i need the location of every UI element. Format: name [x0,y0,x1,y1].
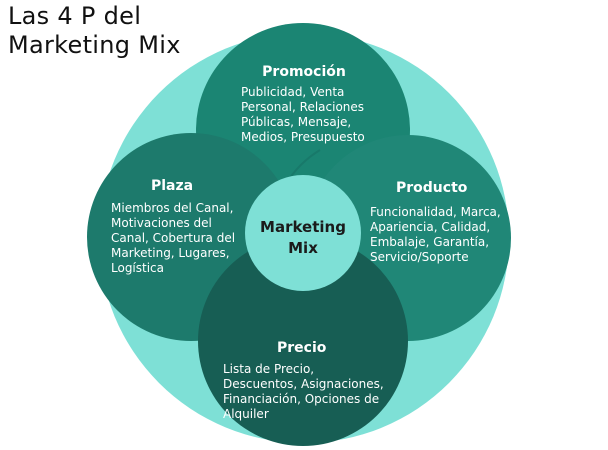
precio-circle [198,236,408,446]
promocion-title: Promoción [262,64,346,80]
plaza-description: Miembros del Canal, Motivaciones del Can… [111,201,236,275]
title-line-1: Las 4 P del [8,2,142,30]
center-label-line-2: Mix [288,239,318,257]
center-label: Marketing Mix [250,217,356,259]
precio-title: Precio [277,340,327,356]
plaza-title: Plaza [151,178,194,194]
producto-description: Funcionalidad, Marca, Apariencia, Calida… [370,205,501,264]
center-circle [245,175,361,291]
page-title: Las 4 P del Marketing Mix [8,2,181,60]
producto-block: Producto Funcionalidad, Marca, Aparienci… [370,179,508,265]
promocion-description: Publicidad, Venta Personal, Relaciones P… [241,85,365,144]
promocion-block: Promoción Publicidad, Venta Personal, Re… [241,63,381,145]
title-line-2: Marketing Mix [8,31,181,59]
precio-block: Precio Lista de Precio, Descuentos, Asig… [223,339,391,422]
center-label-line-1: Marketing [260,218,346,236]
producto-title: Producto [396,180,468,196]
precio-description: Lista de Precio, Descuentos, Asignacione… [223,362,384,421]
plaza-block: Plaza Miembros del Canal, Motivaciones d… [111,177,243,276]
